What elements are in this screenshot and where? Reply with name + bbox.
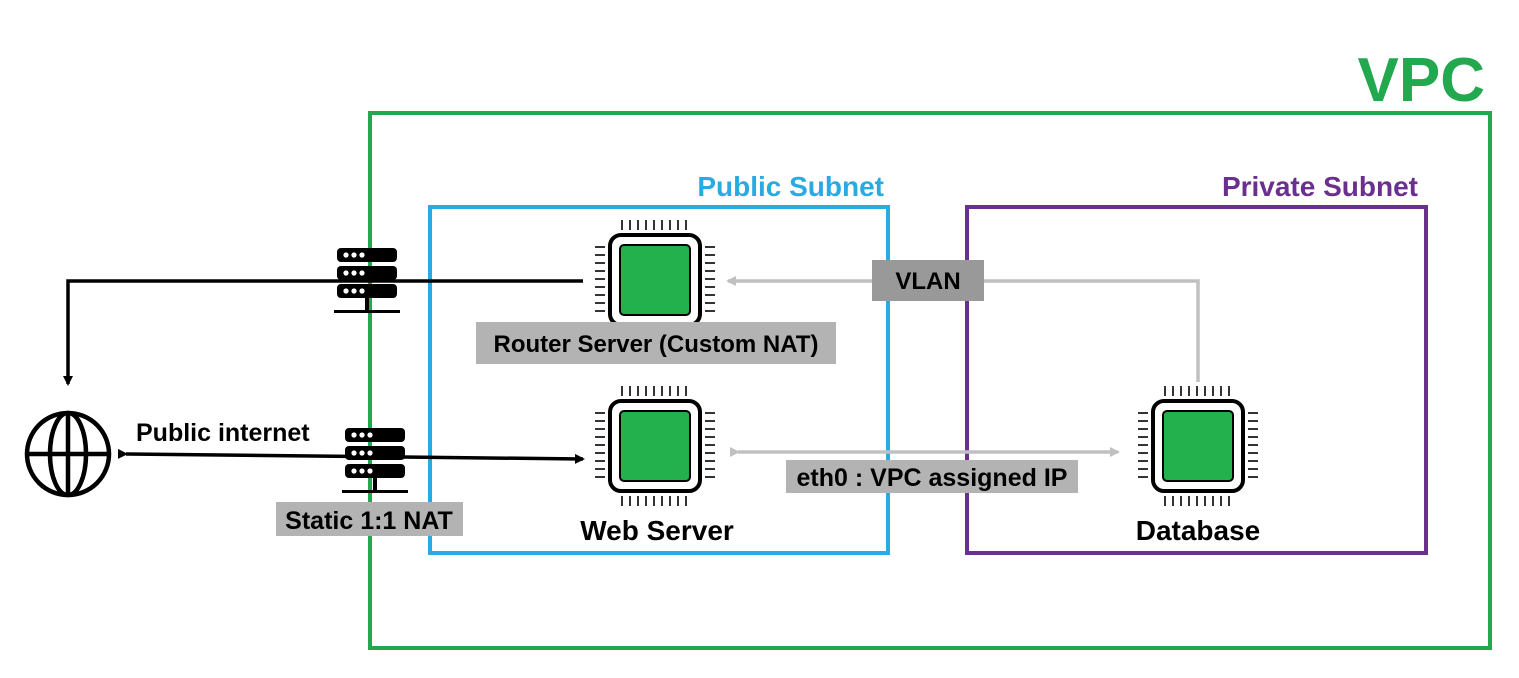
eth0-label-bg bbox=[786, 460, 1078, 493]
database-chip-icon bbox=[1136, 384, 1260, 508]
static-nat-server-rack-icon bbox=[342, 428, 408, 493]
vlan-label: VLAN bbox=[895, 268, 960, 295]
globe-icon bbox=[24, 410, 112, 498]
router-label-bg bbox=[476, 322, 836, 364]
web-server-chip-icon bbox=[593, 384, 717, 508]
static-nat-label: Static 1:1 NAT bbox=[285, 507, 453, 535]
eth0-label: eth0 : VPC assigned IP bbox=[797, 464, 1068, 492]
public-subnet-boundary bbox=[428, 205, 890, 555]
web-server-label: Web Server bbox=[580, 515, 734, 546]
vpc-title: VPC bbox=[1358, 46, 1485, 115]
private-subnet-title: Private Subnet bbox=[1222, 171, 1418, 202]
public-internet-label: Public internet bbox=[136, 419, 310, 447]
router-to-internet-line bbox=[63, 279, 583, 386]
vpc-boundary bbox=[368, 111, 1492, 650]
router-server-label: Router Server (Custom NAT) bbox=[494, 331, 819, 358]
database-label: Database bbox=[1136, 515, 1261, 546]
public-subnet-title: Public Subnet bbox=[697, 171, 884, 202]
vlan-label-bg bbox=[872, 260, 984, 301]
private-subnet-boundary bbox=[965, 205, 1428, 555]
static-nat-label-bg bbox=[276, 502, 463, 536]
